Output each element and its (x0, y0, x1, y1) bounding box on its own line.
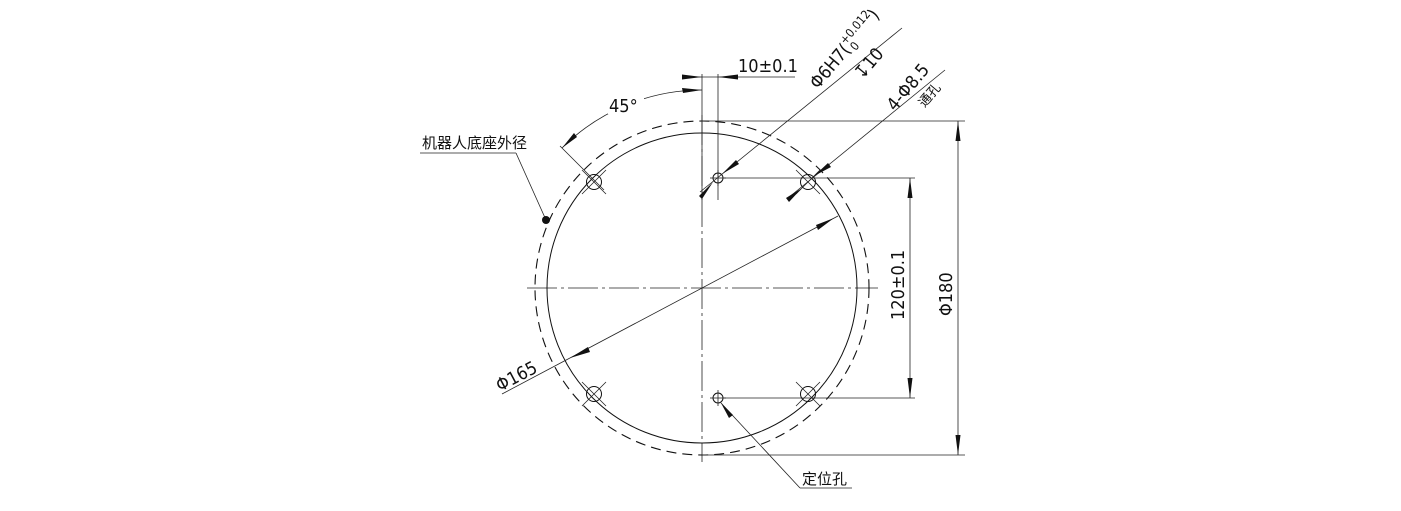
hole-spacing-dimension: 120±0.1 (724, 177, 915, 399)
outer-diameter-text: Φ180 (936, 272, 957, 316)
bolt-hole (581, 381, 607, 407)
bolt-circle-text: Φ165 (492, 357, 540, 396)
locating-hole-label: 定位孔 (802, 470, 847, 488)
bolt-circle-dimension: Φ165 (492, 215, 839, 396)
pin-hole (710, 390, 726, 406)
angle-dimension-text: 45° (609, 96, 638, 117)
bolt-holes (581, 169, 821, 407)
offset-dimension: 10±0.1 (682, 56, 798, 200)
bolt-hole (795, 381, 821, 407)
bolt-hole (581, 169, 607, 195)
base-diameter-label: 机器人底座外径 (422, 134, 527, 152)
angle-dimension: 45° (559, 88, 703, 191)
locating-hole-callout: 定位孔 (720, 402, 852, 489)
base-diameter-callout: 机器人底座外径 (420, 134, 550, 224)
hole-spacing-text: 120±0.1 (888, 250, 909, 320)
outer-diameter-dimension: Φ180 (702, 120, 965, 456)
offset-dimension-text: 10±0.1 (738, 56, 798, 77)
